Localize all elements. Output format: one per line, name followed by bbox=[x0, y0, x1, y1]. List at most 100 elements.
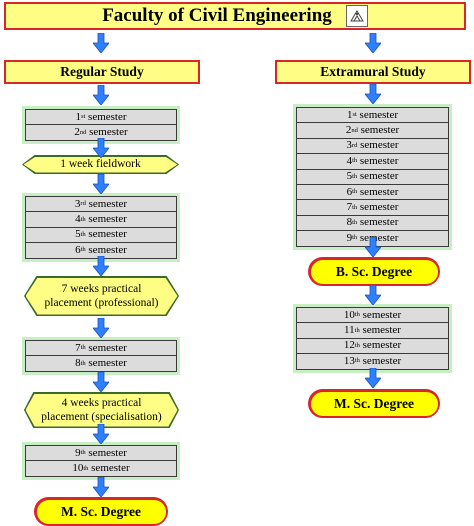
semester-number: 10 bbox=[72, 462, 84, 475]
specialisation-placement-label: 4 weeks practical placement (specialisati… bbox=[25, 393, 178, 427]
placement1-line2: placement (professional) bbox=[44, 297, 159, 309]
down-arrow-icon bbox=[93, 174, 109, 194]
bsc-degree-label: B. Sc. Degree bbox=[310, 259, 438, 284]
fieldwork-label: 1 week fieldwork bbox=[23, 156, 178, 173]
semester-number: 9 bbox=[346, 231, 353, 244]
extramural-study-header: Extramural Study bbox=[275, 60, 471, 84]
semester-number: 2 bbox=[345, 124, 352, 137]
semester-number: 3 bbox=[74, 197, 81, 210]
semester-number: 7 bbox=[346, 201, 353, 214]
semester-number: 5 bbox=[346, 170, 353, 183]
bsc-degree: B. Sc. Degree bbox=[308, 257, 440, 286]
specialisation-placement-box: 4 weeks practical placement (specialisati… bbox=[24, 392, 179, 428]
down-arrow-icon bbox=[93, 318, 109, 338]
faculty-logo-icon bbox=[345, 5, 368, 27]
regular-study-header: Regular Study bbox=[4, 60, 200, 84]
semester-word: semester bbox=[359, 324, 401, 337]
semester-word: semester bbox=[85, 341, 127, 354]
semester-word: semester bbox=[85, 197, 128, 210]
semester-word: semester bbox=[88, 462, 130, 475]
down-arrow-icon bbox=[365, 285, 381, 305]
semester-word: semester bbox=[357, 170, 399, 183]
semester-number: 8 bbox=[75, 357, 81, 370]
down-arrow-icon bbox=[365, 33, 381, 53]
semester-word: semester bbox=[85, 110, 127, 123]
regular-msc-degree: M. Sc. Degree bbox=[34, 497, 168, 526]
down-arrow-icon bbox=[93, 477, 109, 497]
semester-number: 6 bbox=[75, 243, 81, 256]
semester-number: 4 bbox=[346, 154, 353, 167]
semester-number: 8 bbox=[346, 216, 353, 229]
down-arrow-icon bbox=[365, 368, 381, 388]
semester-word: semester bbox=[85, 228, 127, 241]
semester-word: semester bbox=[86, 126, 128, 139]
fieldwork-box: 1 week fieldwork bbox=[22, 155, 179, 174]
placement1-line1: 7 weeks practical bbox=[61, 282, 142, 295]
extramural-study-label: Extramural Study bbox=[320, 64, 426, 79]
semester-word: semester bbox=[357, 201, 399, 214]
semester-word: semester bbox=[357, 139, 399, 152]
regular-study-label: Regular Study bbox=[60, 64, 144, 79]
professional-placement-label: 7 weeks practical placement (professional… bbox=[25, 277, 178, 315]
down-arrow-icon bbox=[93, 424, 109, 444]
down-arrow-icon bbox=[93, 33, 109, 53]
semester-word: semester bbox=[356, 108, 399, 121]
faculty-title: Faculty of Civil Engineering bbox=[102, 5, 332, 26]
semester-word: semester bbox=[359, 354, 402, 367]
semester-number: 11 bbox=[344, 324, 355, 337]
regular-msc-degree-label: M. Sc. Degree bbox=[36, 499, 166, 524]
semester-word: semester bbox=[357, 124, 400, 137]
extramural-msc-degree: M. Sc. Degree bbox=[308, 389, 440, 418]
extramural-msc-degree-label: M. Sc. Degree bbox=[310, 391, 438, 416]
semester-word: semester bbox=[85, 446, 127, 459]
placement2-line2: placement (specialisation) bbox=[41, 411, 162, 423]
professional-placement-box: 7 weeks practical placement (professional… bbox=[24, 276, 179, 316]
semester-word: semester bbox=[85, 357, 127, 370]
down-arrow-icon bbox=[365, 84, 381, 104]
down-arrow-icon bbox=[93, 256, 109, 276]
semester-word: semester bbox=[359, 308, 402, 321]
semester-number: 4 bbox=[75, 213, 81, 226]
down-arrow-icon bbox=[93, 372, 109, 392]
semester-word: semester bbox=[85, 243, 127, 256]
semester-word: semester bbox=[357, 231, 399, 244]
down-arrow-icon bbox=[93, 138, 109, 158]
semester-number: 10 bbox=[343, 308, 355, 321]
semester-word: semester bbox=[359, 339, 402, 352]
semester-number: 12 bbox=[343, 339, 355, 352]
down-arrow-icon bbox=[365, 237, 381, 257]
semester-number: 5 bbox=[75, 228, 81, 241]
semester-number: 3 bbox=[346, 139, 352, 152]
semester-number: 1 bbox=[75, 110, 81, 123]
placement2-line1: 4 weeks practical bbox=[61, 396, 142, 409]
semester-word: semester bbox=[85, 213, 127, 226]
down-arrow-icon bbox=[93, 85, 109, 105]
semester-number: 13 bbox=[343, 354, 355, 367]
semester-number: 7 bbox=[75, 341, 81, 354]
semester-word: semester bbox=[357, 154, 399, 167]
